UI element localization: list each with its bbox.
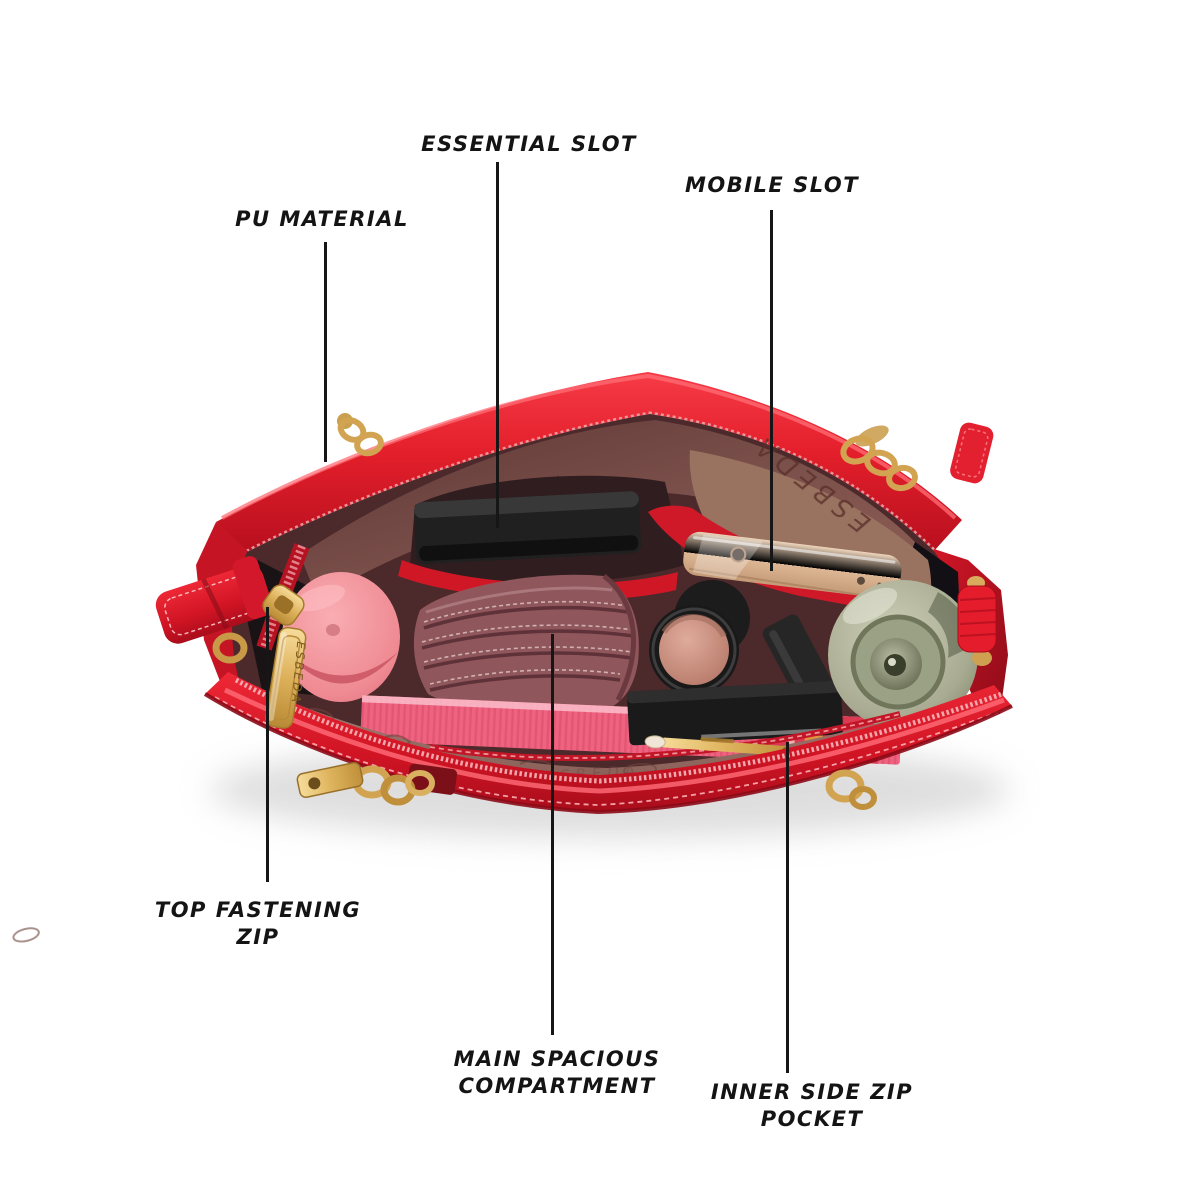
label-inner-zip-pocket-line1: INNER SIDE ZIP — [710, 1080, 914, 1104]
black-box-item — [414, 491, 642, 565]
label-mobile-slot-text: MOBILE SLOT — [684, 173, 860, 197]
label-pu-material-text: PU MATERIAL — [235, 207, 409, 231]
zipper-pull-tag: ESBEDA — [265, 626, 308, 729]
handbag: ESBEDA ESBEDA — [12, 372, 1013, 943]
gold-chain-top-left — [337, 413, 384, 457]
label-main-spacious-compartment: MAIN SPACIOUS COMPARTMENT — [454, 1046, 661, 1101]
green-bottle — [828, 580, 978, 730]
label-essential-slot: ESSENTIAL SLOT — [421, 131, 637, 158]
gold-chain-bottom-left — [296, 761, 458, 806]
leader-line-essential-slot — [496, 162, 499, 528]
label-essential-slot-text: ESSENTIAL SLOT — [421, 132, 637, 156]
wallet — [413, 574, 639, 715]
leader-line-main-spacious-compartment — [551, 634, 554, 1035]
label-main-compartment-line1: MAIN SPACIOUS — [453, 1047, 661, 1071]
gold-d-ring — [212, 632, 248, 664]
powder-jar — [649, 580, 750, 695]
label-inner-zip-pocket-line2: POCKET — [760, 1107, 864, 1132]
left-strap-bow — [155, 556, 273, 644]
black-cosmetic-stick — [762, 614, 832, 701]
phone-camera-icon — [730, 546, 747, 563]
red-strap-tab-top-right — [950, 422, 994, 484]
label-top-fastening-zip: TOP FASTENING ZIP — [155, 897, 361, 952]
pink-container — [282, 572, 400, 702]
red-loop-tab-right — [957, 576, 997, 666]
label-mobile-slot: MOBILE SLOT — [685, 172, 859, 199]
label-top-fastening-zip-line2: ZIP — [236, 925, 280, 950]
label-main-compartment-line2: COMPARTMENT — [458, 1074, 656, 1099]
leader-line-mobile-slot — [770, 210, 773, 571]
black-compact-case — [627, 680, 844, 746]
tag-brand-text: ESBEDA — [289, 641, 308, 705]
leader-line-inner-side-zip-pocket — [786, 742, 789, 1073]
gold-pen — [644, 735, 792, 757]
label-top-fastening-zip-line1: TOP FASTENING — [154, 898, 362, 922]
smartphone — [683, 531, 902, 601]
zipper-slider — [262, 584, 305, 626]
leader-line-pu-material — [324, 242, 327, 462]
leader-line-top-fastening-zip — [266, 607, 269, 882]
label-pu-material: PU MATERIAL — [235, 206, 409, 233]
gold-chain-bottom-right — [825, 769, 877, 810]
label-inner-side-zip-pocket: INNER SIDE ZIP POCKET — [711, 1079, 913, 1134]
gold-chain-top-right — [840, 422, 994, 492]
front-zipper-teeth — [234, 677, 1003, 784]
